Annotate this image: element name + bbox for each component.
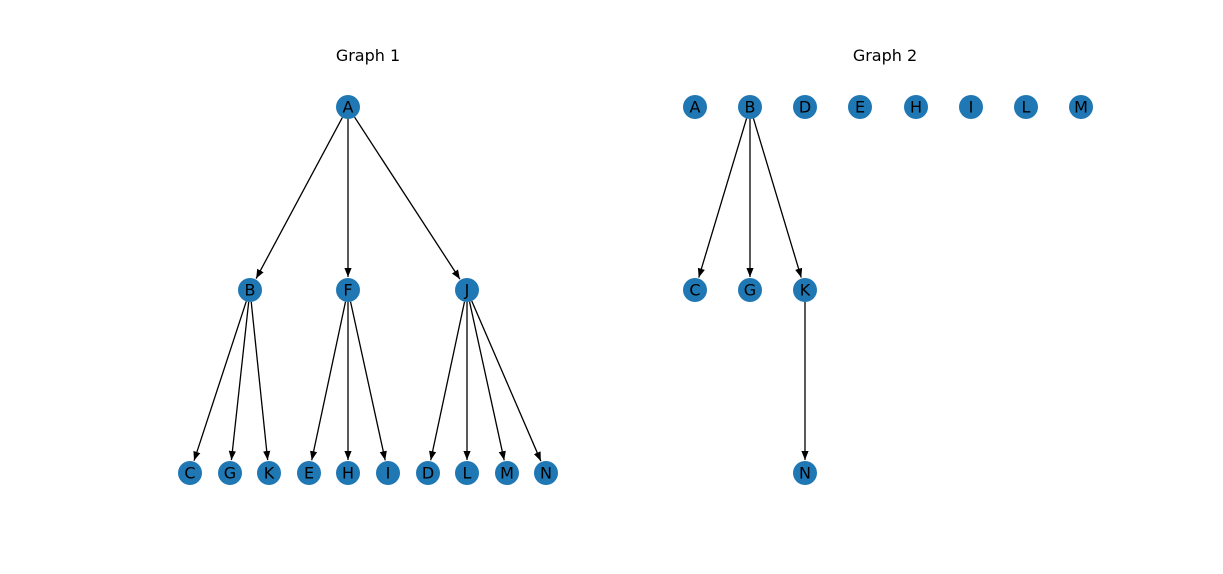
node-D: D	[793, 95, 817, 119]
node-A: A	[683, 95, 707, 119]
node-circle	[455, 461, 479, 485]
node-A: A	[336, 95, 360, 119]
edge-B-C	[697, 118, 748, 278]
edge-B-G	[228, 301, 250, 461]
node-circle	[297, 461, 321, 485]
graph-1-edges	[193, 116, 542, 462]
node-label: L	[1022, 98, 1031, 117]
node-circle	[336, 95, 360, 119]
node-F: F	[336, 278, 360, 302]
node-label: N	[540, 464, 552, 483]
node-circle	[218, 461, 242, 485]
node-label: A	[343, 98, 354, 117]
node-circle	[904, 95, 928, 119]
node-label: I	[969, 98, 974, 117]
node-I: I	[959, 95, 983, 119]
node-E: E	[848, 95, 872, 119]
node-D: D	[416, 461, 440, 485]
node-label: C	[689, 281, 700, 300]
node-B: B	[238, 278, 262, 302]
node-circle	[1069, 95, 1093, 119]
node-label: A	[690, 98, 701, 117]
node-circle	[257, 461, 281, 485]
node-C: C	[683, 278, 707, 302]
node-N: N	[534, 461, 558, 485]
node-label: H	[342, 464, 354, 483]
node-circle	[534, 461, 558, 485]
node-C: C	[178, 461, 202, 485]
node-circle	[1014, 95, 1038, 119]
graph-2-title: Graph 2	[853, 46, 917, 65]
node-label: M	[500, 464, 514, 483]
node-label: G	[744, 281, 756, 300]
node-label: G	[224, 464, 236, 483]
node-label: M	[1074, 98, 1088, 117]
graph-2-edges	[697, 118, 809, 460]
node-label: B	[245, 281, 256, 300]
edge-F-I	[349, 301, 387, 461]
node-G: G	[218, 461, 242, 485]
node-H: H	[904, 95, 928, 119]
graph-1-title: Graph 1	[336, 46, 400, 65]
graph-1-nodes: A B F J C G K E H I D L M N	[178, 95, 558, 485]
graph-1-panel: Graph 1 A B F J C G K E H I D L M N	[178, 46, 558, 485]
node-E: E	[297, 461, 321, 485]
node-N: N	[793, 461, 817, 485]
node-label: B	[745, 98, 756, 117]
node-L: L	[455, 461, 479, 485]
node-circle	[683, 278, 707, 302]
edge-B-K	[250, 301, 271, 461]
node-circle	[376, 461, 400, 485]
edge-F-E	[310, 301, 347, 461]
node-label: E	[855, 98, 865, 117]
node-label: I	[386, 464, 391, 483]
edge-B-K	[752, 118, 803, 278]
node-G: G	[738, 278, 762, 302]
node-circle	[416, 461, 440, 485]
graph-2-panel: Graph 2 A B D E H I L M C G K N	[683, 46, 1093, 485]
node-circle	[455, 278, 479, 302]
node-label: E	[304, 464, 314, 483]
node-circle	[793, 95, 817, 119]
node-L: L	[1014, 95, 1038, 119]
node-circle	[848, 95, 872, 119]
node-label: D	[422, 464, 434, 483]
node-circle	[738, 95, 762, 119]
node-label: C	[184, 464, 195, 483]
node-circle	[238, 278, 262, 302]
node-circle	[336, 461, 360, 485]
node-label: L	[463, 464, 472, 483]
node-K: K	[257, 461, 281, 485]
node-I: I	[376, 461, 400, 485]
graph-2-nodes: A B D E H I L M C G K N	[683, 95, 1093, 485]
node-circle	[793, 278, 817, 302]
edge-B-C	[193, 301, 247, 461]
node-label: J	[464, 281, 470, 300]
node-K: K	[793, 278, 817, 302]
node-M: M	[495, 461, 519, 485]
node-H: H	[336, 461, 360, 485]
edge-A-B	[255, 117, 343, 279]
node-label: N	[799, 464, 811, 483]
node-B: B	[738, 95, 762, 119]
node-label: F	[343, 281, 352, 300]
node-circle	[683, 95, 707, 119]
node-label: D	[799, 98, 811, 117]
edge-J-M	[468, 301, 506, 461]
edge-A-J	[353, 116, 461, 280]
node-label: H	[910, 98, 922, 117]
node-circle	[336, 278, 360, 302]
node-circle	[793, 461, 817, 485]
node-J: J	[455, 278, 479, 302]
node-label: K	[264, 464, 275, 483]
node-circle	[178, 461, 202, 485]
node-M: M	[1069, 95, 1093, 119]
edge-J-N	[471, 300, 542, 462]
node-circle	[495, 461, 519, 485]
node-circle	[959, 95, 983, 119]
node-label: K	[800, 281, 811, 300]
node-circle	[738, 278, 762, 302]
edge-J-D	[429, 301, 466, 461]
